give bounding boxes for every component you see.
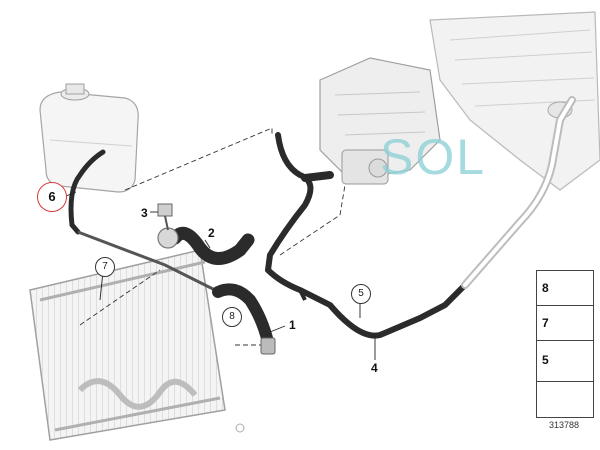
temperature-sensor-3 bbox=[157, 203, 173, 231]
pump-hose bbox=[265, 132, 334, 273]
fastener-legend: 8 7 5 bbox=[536, 270, 594, 418]
hose-6 bbox=[68, 149, 216, 292]
document-number: 313788 bbox=[549, 420, 580, 430]
circled-callout-7: 7 bbox=[95, 257, 115, 277]
watermark-text: SOL bbox=[380, 129, 487, 185]
electric-coolant-pump bbox=[319, 57, 441, 185]
return-pipe bbox=[461, 96, 576, 289]
callout-4: 4 bbox=[371, 361, 378, 375]
expansion-tank bbox=[39, 83, 139, 193]
legend-number: 8 bbox=[542, 281, 549, 295]
legend-number: 5 bbox=[542, 353, 549, 367]
circled-callout-8: 8 bbox=[222, 307, 242, 327]
legend-number: 7 bbox=[542, 316, 549, 330]
legend-row-bracket: 7 bbox=[537, 306, 593, 341]
legend-row-navigation bbox=[537, 382, 593, 416]
callout-1: 1 bbox=[289, 318, 296, 332]
callout-3: 3 bbox=[141, 206, 148, 220]
radiator bbox=[29, 249, 245, 441]
circled-callout-5: 5 bbox=[351, 284, 371, 304]
callout-2: 2 bbox=[208, 226, 215, 240]
hose-2 bbox=[157, 226, 255, 265]
highlighted-callout-6: 6 bbox=[37, 182, 67, 212]
legend-row-screw: 5 bbox=[537, 341, 593, 382]
legend-row-clamp: 8 bbox=[537, 271, 593, 306]
coolant-pipe-4 bbox=[265, 267, 468, 339]
hose-1 bbox=[212, 283, 276, 355]
